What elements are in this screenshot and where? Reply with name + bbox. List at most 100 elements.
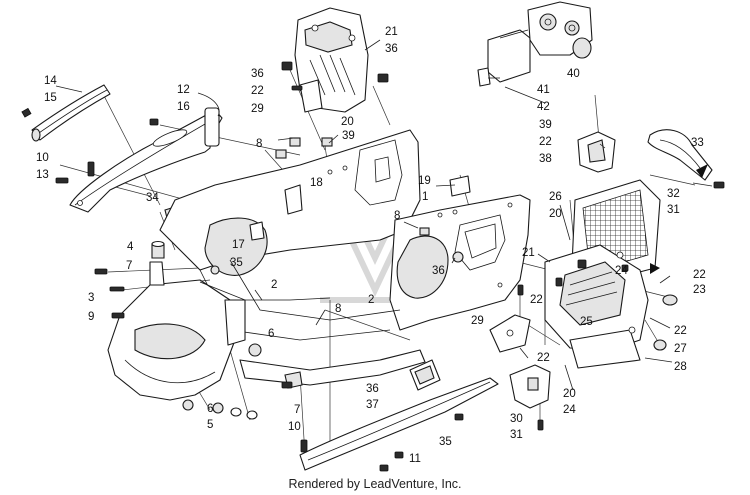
nut-35-left [210, 265, 220, 275]
arrow-33 [696, 164, 708, 178]
callout-31-low: 31 [510, 429, 523, 441]
callout-22-right: 22 [539, 136, 552, 148]
bolt-16 [149, 118, 159, 126]
callout-2-left: 2 [271, 279, 277, 291]
callout-35-low: 35 [439, 436, 452, 448]
callout-22-lowright: 22 [674, 325, 687, 337]
callout-7-left: 7 [126, 260, 132, 272]
callout-31-top: 31 [667, 204, 680, 216]
callout-24-right: 24 [615, 265, 628, 277]
callout-32: 32 [667, 188, 680, 200]
callout-19: 19 [418, 175, 431, 187]
callout-11: 11 [409, 453, 421, 465]
nuts-8-39 [275, 137, 333, 159]
callout-10: 10 [36, 152, 49, 164]
callout-25: 25 [580, 316, 593, 328]
washer-5 [230, 407, 258, 420]
part-40-cylinder [572, 37, 592, 59]
callout-21-top: 21 [385, 26, 398, 38]
callout-20-low: 20 [563, 388, 576, 400]
callout-27: 27 [674, 343, 687, 355]
skid-rail [299, 359, 499, 471]
bolt-10-lower [300, 439, 308, 453]
front-belly-pan [107, 279, 331, 401]
callout-8-top: 8 [256, 138, 262, 150]
leader-lines [55, 39, 713, 391]
callout-30: 30 [510, 413, 523, 425]
callout-1: 1 [422, 191, 428, 203]
bolt-13 [55, 177, 69, 184]
bracket-29-lower [489, 314, 531, 353]
part-23-grommet [662, 294, 678, 306]
bracket-38 [577, 131, 616, 173]
callout-15: 15 [44, 92, 57, 104]
callout-36-low: 36 [366, 383, 379, 395]
callout-34: 34 [146, 192, 159, 204]
bolt-15 [21, 107, 32, 118]
arrow-22 [650, 263, 660, 274]
bolt-22-top [291, 85, 303, 91]
callout-7-lower: 7 [294, 404, 300, 416]
bolt-10-upper [87, 161, 95, 177]
callout-24-low: 24 [563, 404, 576, 416]
callout-22-farright: 22 [693, 269, 706, 281]
callout-29-top: 29 [251, 103, 264, 115]
callout-22-mid: 22 [530, 294, 543, 306]
callout-6-upper: 6 [268, 328, 274, 340]
callout-41: 41 [537, 84, 550, 96]
callout-17: 17 [232, 239, 245, 251]
callout-8-low: 8 [335, 303, 341, 315]
callout-8-mid: 8 [394, 210, 400, 222]
callout-38: 38 [539, 153, 552, 165]
callout-4: 4 [127, 241, 134, 253]
callout-21-right: 21 [522, 247, 535, 259]
bracket-19 [449, 175, 471, 197]
bushings-6 [182, 343, 262, 414]
callout-28: 28 [674, 361, 687, 373]
part-33-guard [647, 129, 713, 181]
callout-10-lower: 10 [288, 421, 301, 433]
callout-37: 37 [366, 399, 379, 411]
callout-13: 13 [36, 169, 49, 181]
callout-14: 14 [44, 75, 57, 87]
bushing-4 [149, 240, 165, 286]
callout-35-left: 35 [230, 257, 243, 269]
bolt-31-lower [537, 419, 544, 431]
callout-labels: 14 15 12 16 10 13 34 4 7 3 9 35 17 2 6 6… [36, 26, 706, 465]
callout-42: 42 [537, 101, 550, 113]
callout-12: 12 [177, 84, 190, 96]
part-27-grommet [653, 339, 667, 351]
callout-3: 3 [88, 292, 94, 304]
callout-39-right: 39 [539, 119, 552, 131]
callout-16: 16 [177, 101, 190, 113]
bolts-35-11 [379, 413, 464, 472]
callout-5: 5 [207, 419, 213, 431]
callout-36-mid: 36 [432, 265, 445, 277]
callout-22-low: 22 [537, 352, 550, 364]
lower-frame-rail [239, 349, 426, 389]
part-17-tab [249, 221, 265, 241]
callout-18: 18 [310, 177, 323, 189]
bolts-7-3-9 [94, 268, 293, 389]
front-bumper-brace [69, 107, 223, 213]
callout-22-topleft: 22 [251, 85, 264, 97]
callout-29-right: 29 [471, 315, 484, 327]
render-credit: Rendered by LeadVenture, Inc. [288, 477, 462, 491]
nut-8-mid [419, 227, 430, 236]
callout-39-top: 39 [342, 130, 355, 142]
callout-26: 26 [549, 191, 562, 203]
callout-6-lower: 6 [207, 403, 213, 415]
callout-9: 9 [88, 311, 94, 323]
bolts-right [517, 259, 629, 296]
bolts-36-top [281, 61, 389, 83]
callout-36-topright: 36 [385, 43, 398, 55]
bracket-30 [509, 364, 551, 409]
callout-2-mid: 2 [368, 294, 374, 306]
bumper-tube [31, 84, 111, 142]
callout-33: 33 [691, 137, 704, 149]
steering-bracket [294, 7, 369, 113]
callout-36-topleft: 36 [251, 68, 264, 80]
callout-20-top: 20 [341, 116, 354, 128]
callout-23: 23 [693, 284, 706, 296]
